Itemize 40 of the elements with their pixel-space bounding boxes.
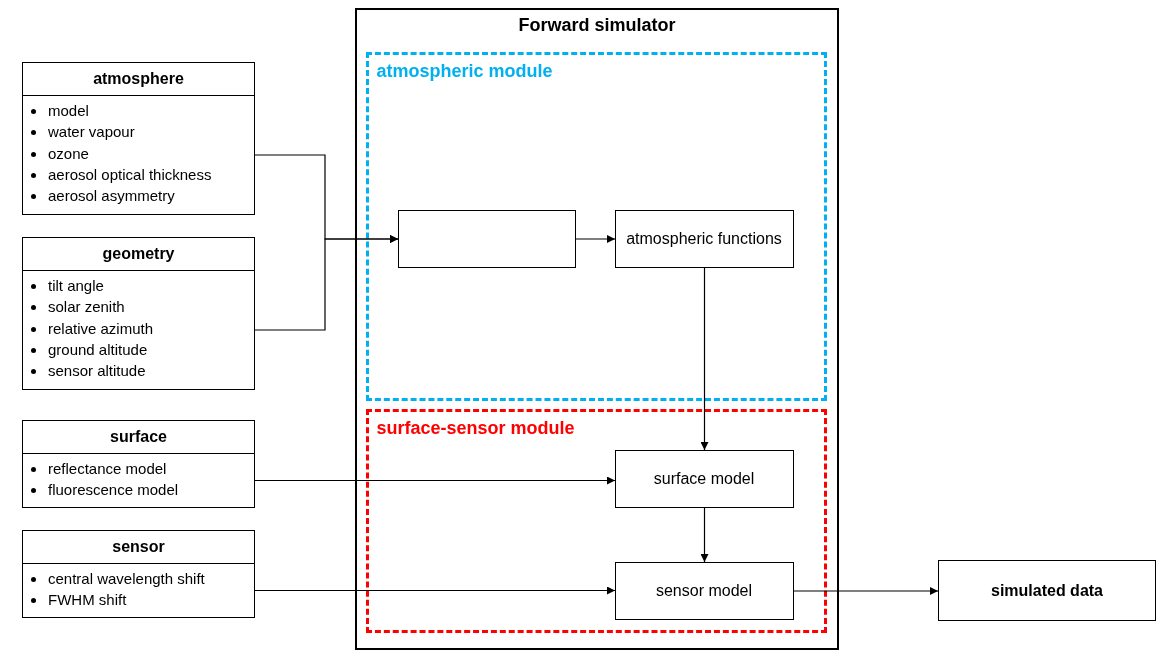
list-item: central wavelength shift xyxy=(48,570,205,587)
module-title: surface-sensor module xyxy=(376,417,575,439)
list-item: fluorescence model xyxy=(48,481,179,499)
list-item: ozone xyxy=(48,144,89,162)
module-frame xyxy=(365,408,827,633)
list-item: aerosol optical thickness xyxy=(48,165,212,183)
input-card xyxy=(22,62,255,215)
arrow xyxy=(254,586,616,595)
list-item: sensor altitude xyxy=(48,362,146,380)
list-item: reflectance model xyxy=(48,460,167,477)
arrow xyxy=(700,507,709,563)
process-box: sensor model xyxy=(614,561,794,620)
card-heading: atmosphere xyxy=(23,63,254,96)
list-item: tilt angle xyxy=(48,277,104,294)
input-card xyxy=(22,530,255,618)
process-box xyxy=(397,209,576,268)
list-item: FWHM shift xyxy=(48,591,127,609)
arrow xyxy=(793,587,939,595)
arrow xyxy=(700,267,709,451)
card-heading: surface xyxy=(23,421,254,454)
process-box: simulated data xyxy=(938,560,1156,621)
card-heading: sensor xyxy=(23,531,254,564)
module-title: atmospheric module xyxy=(376,60,553,82)
arrow xyxy=(254,235,399,331)
arrow xyxy=(575,235,616,243)
list-item: water vapour xyxy=(48,123,135,141)
list-item: relative azimuth xyxy=(48,319,154,337)
frame-title: Forward simulator xyxy=(517,15,677,36)
list-item: aerosol asymmetry xyxy=(48,187,175,205)
input-card xyxy=(22,420,255,508)
simulator-frame xyxy=(355,8,839,650)
process-box: atmospheric functions xyxy=(614,209,794,268)
list-item: solar zenith xyxy=(48,298,125,316)
input-card xyxy=(22,237,255,390)
list-item: ground altitude xyxy=(48,340,148,358)
card-heading: geometry xyxy=(23,238,254,271)
process-box: surface model xyxy=(614,449,794,508)
module-frame xyxy=(365,51,827,401)
list-item: model xyxy=(48,102,89,119)
arrow xyxy=(254,476,616,485)
